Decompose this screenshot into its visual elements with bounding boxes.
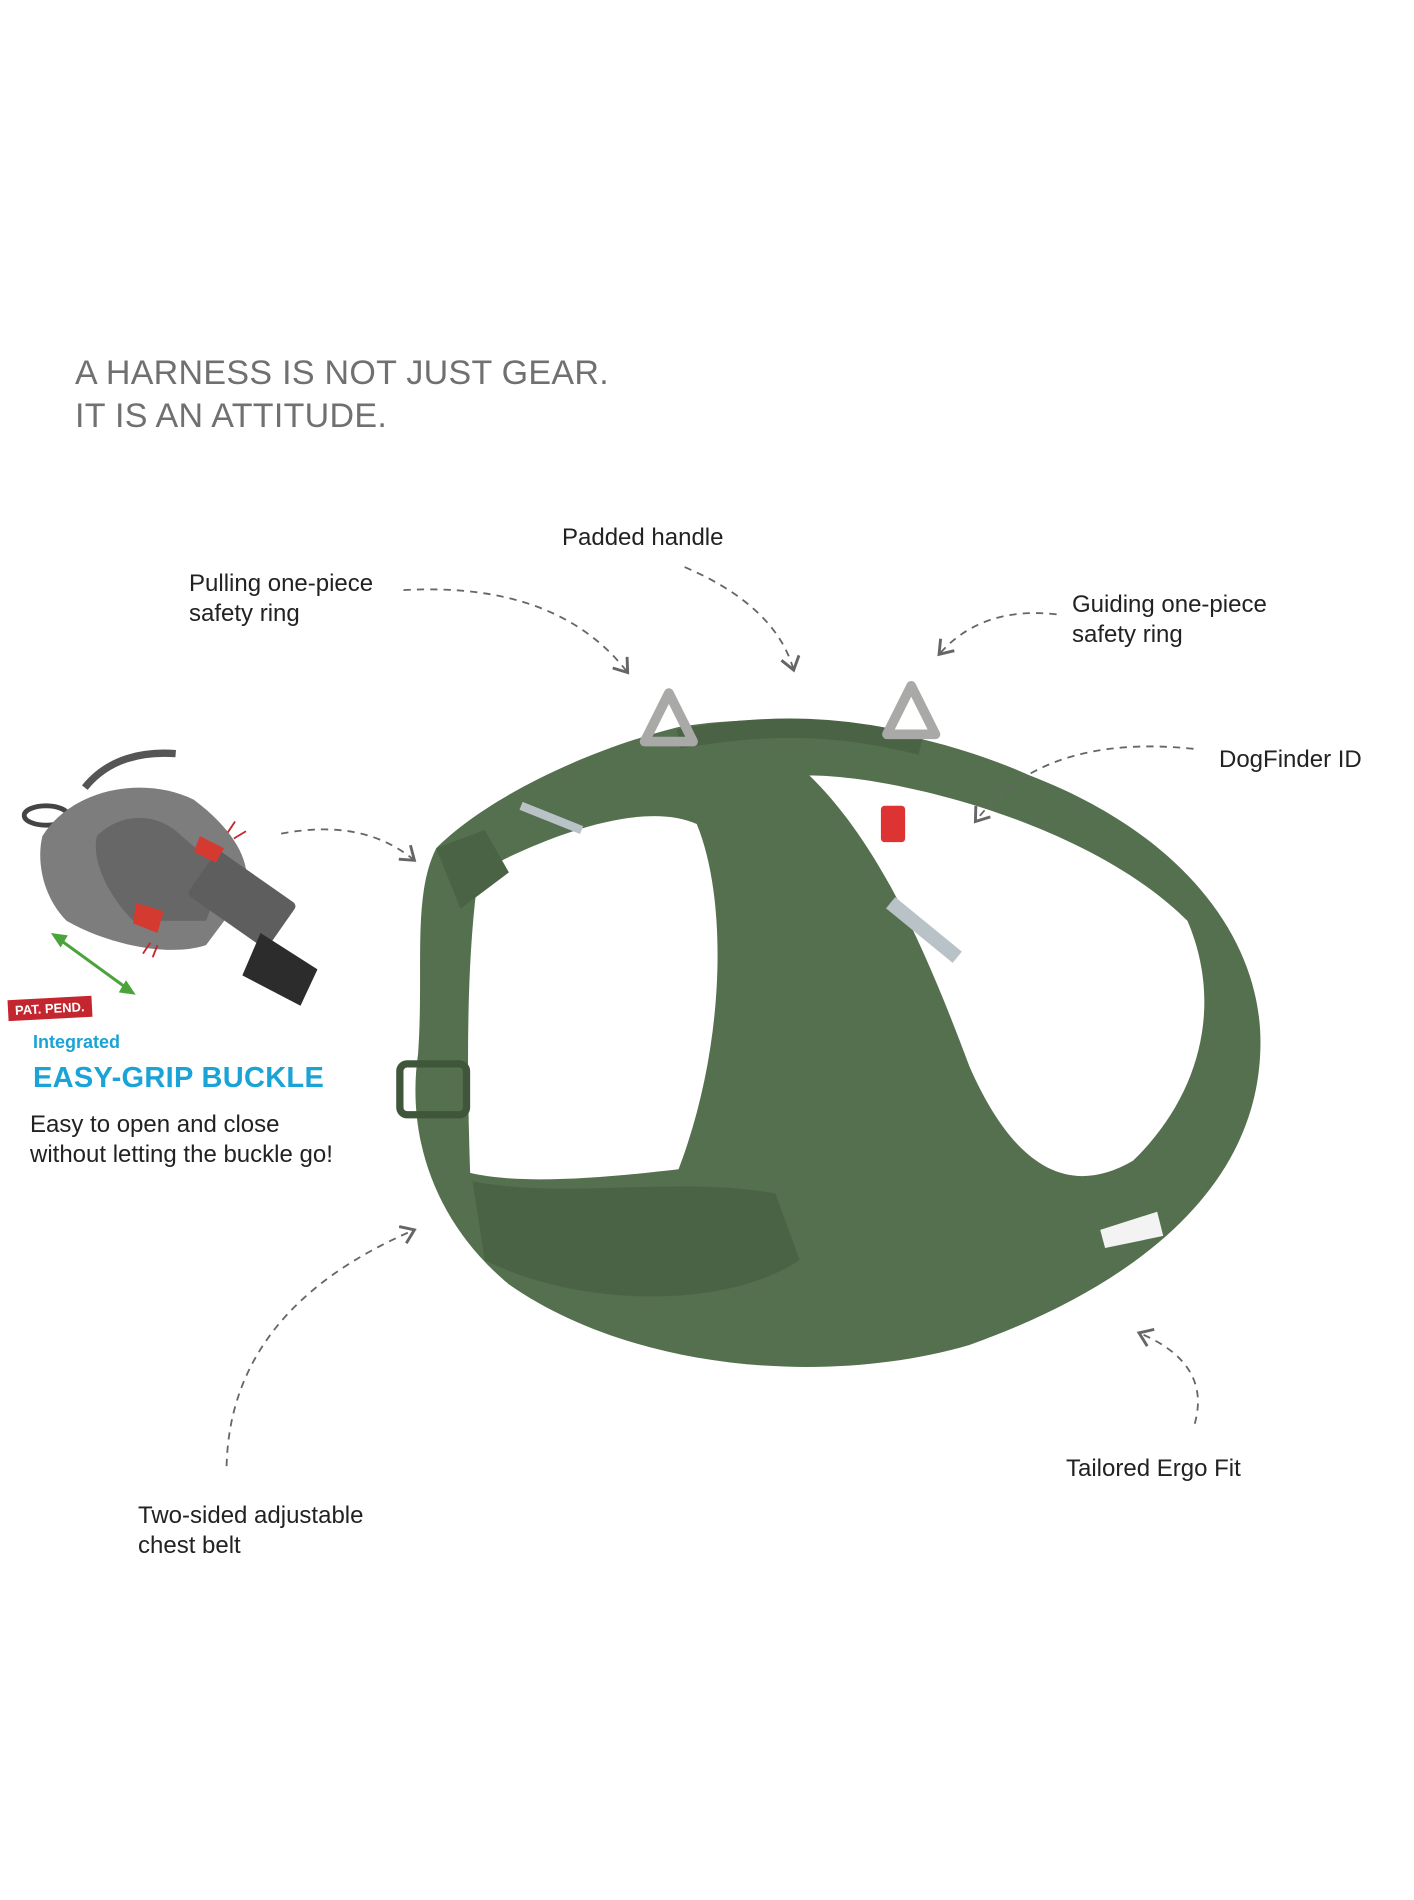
buckle-description: Easy to open and close without letting t… [30,1110,333,1170]
headline-line-2: IT IS AN ATTITUDE. [75,397,388,435]
pulling-ring-arrow [403,588,630,675]
patent-pending-badge: PAT. PEND. [7,995,93,1022]
buckle-description-line2: without letting the buckle go! [30,1141,333,1168]
callout-chest-belt-line1: Two-sided adjustable [138,1502,364,1529]
callout-pulling-ring-line2: safety ring [189,600,300,627]
buckle-image [21,749,318,1006]
callout-pulling-ring: Pulling one-piece safety ring [189,569,373,629]
callout-guiding-ring: Guiding one-piece safety ring [1072,590,1267,650]
padded-handle-arrow [684,566,801,673]
callout-chest-belt: Two-sided adjustable chest belt [138,1501,363,1561]
callout-guiding-ring-line2: safety ring [1072,621,1183,648]
buckle-title: EASY-GRIP BUCKLE [33,1062,325,1094]
headline-line-1: A HARNESS IS NOT JUST GEAR. [75,354,609,392]
guiding-ring-arrow [937,612,1057,657]
dogfinder-arrow [973,745,1194,824]
callout-padded-handle: Padded handle [562,524,724,551]
buckle-arrow [280,828,417,862]
headline: A HARNESS IS NOT JUST GEAR. IT IS AN ATT… [75,352,609,438]
chest-belt-arrow [225,1225,417,1467]
callout-chest-belt-line2: chest belt [138,1532,241,1559]
ergo-fit-arrow [1136,1327,1199,1424]
callout-tailored-fit: Tailored Ergo Fit [1066,1455,1241,1482]
callout-dogfinder: DogFinder ID [1219,746,1362,773]
callout-pulling-ring-line1: Pulling one-piece [189,570,374,597]
callout-guiding-ring-line1: Guiding one-piece [1072,591,1267,618]
harness-image [396,680,1261,1367]
buckle-kicker: Integrated [33,1032,121,1052]
buckle-description-line1: Easy to open and close [30,1111,280,1138]
